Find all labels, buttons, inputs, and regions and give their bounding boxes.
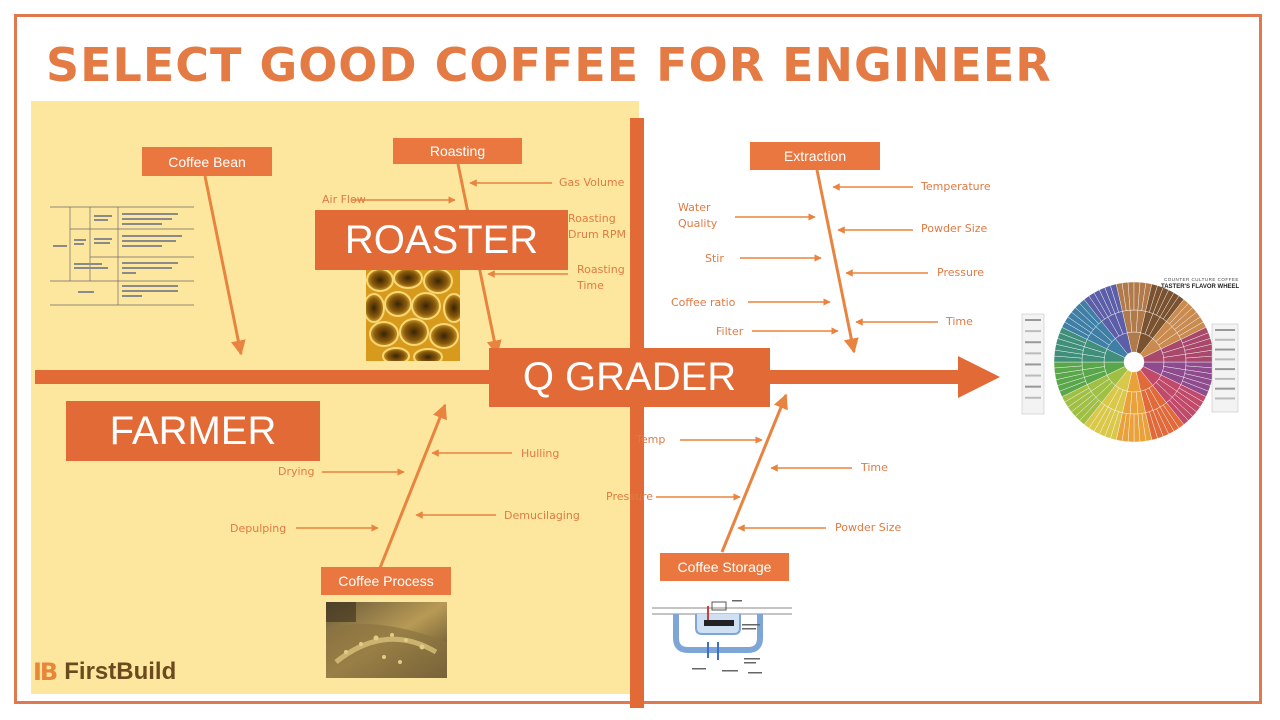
factor-powder-size: Powder Size	[921, 222, 988, 235]
roasted-bean-photo	[366, 268, 460, 361]
factor-roasting-time: Roasting Time	[577, 263, 625, 292]
factor-coffee-ratio: Coffee ratio	[671, 296, 736, 309]
role-farmer: FARMER	[66, 401, 320, 461]
category-coffee-bean: Coffee Bean	[142, 147, 272, 176]
factor-drying: Drying	[278, 465, 315, 478]
role-q-grader: Q GRADER	[489, 348, 770, 407]
firstbuild-logo-text: FirstBuild	[64, 658, 177, 685]
factor-storage-time: Time	[861, 461, 888, 474]
factor-pressure: Pressure	[937, 266, 984, 279]
category-extraction: Extraction	[750, 142, 880, 170]
factor-storage-pressure: Pressure	[606, 490, 653, 503]
slide-title: SELECT GOOD COFFEE FOR ENGINEER	[46, 38, 1052, 92]
flavor-wheel-title: TASTER'S FLAVOR WHEEL	[1161, 284, 1240, 290]
factor-water-quality: Water Quality	[678, 201, 718, 230]
category-coffee-storage: Coffee Storage	[660, 553, 789, 581]
bone-coffee-bean	[203, 175, 246, 356]
bean-grade-table	[50, 206, 194, 306]
factor-gas-volume: Gas Volume	[559, 176, 625, 189]
category-roasting: Roasting	[393, 138, 522, 164]
factor-depulping: Depulping	[230, 522, 287, 535]
bone-coffee-process	[378, 403, 447, 569]
bone-coffee-storage	[720, 393, 788, 553]
storage-container-diagram	[652, 598, 792, 680]
flavor-wheel-brand: COUNTER CULTURE COFFEE	[1164, 277, 1239, 282]
factor-air-flow: Air Flow	[322, 193, 366, 206]
factor-demucilaging: Demucilaging	[504, 509, 580, 522]
factor-time: Time	[946, 315, 973, 328]
factor-roasting-drum-rpm: Roasting Drum RPM	[568, 212, 626, 241]
flavor-wheel-graphic: COUNTER CULTURE COFFEE TASTER'S FLAVOR W…	[1016, 268, 1256, 456]
divider-line	[630, 118, 644, 708]
spine-arrowhead	[958, 356, 1000, 398]
firstbuild-logo-mark: IB	[33, 658, 58, 686]
factor-hulling: Hulling	[521, 447, 560, 460]
role-roaster: ROASTER	[315, 210, 568, 270]
factor-temperature: Temperature	[921, 180, 991, 193]
factor-storage-temp: Temp	[636, 433, 666, 446]
firstbuild-logo: IB FirstBuild	[33, 658, 176, 686]
bone-extraction	[815, 169, 859, 354]
factor-stir: Stir	[705, 252, 724, 265]
category-coffee-process: Coffee Process	[321, 567, 451, 595]
coffee-process-photo	[326, 602, 447, 678]
factor-storage-powder-size: Powder Size	[835, 521, 902, 534]
factor-filter: Filter	[716, 325, 744, 338]
